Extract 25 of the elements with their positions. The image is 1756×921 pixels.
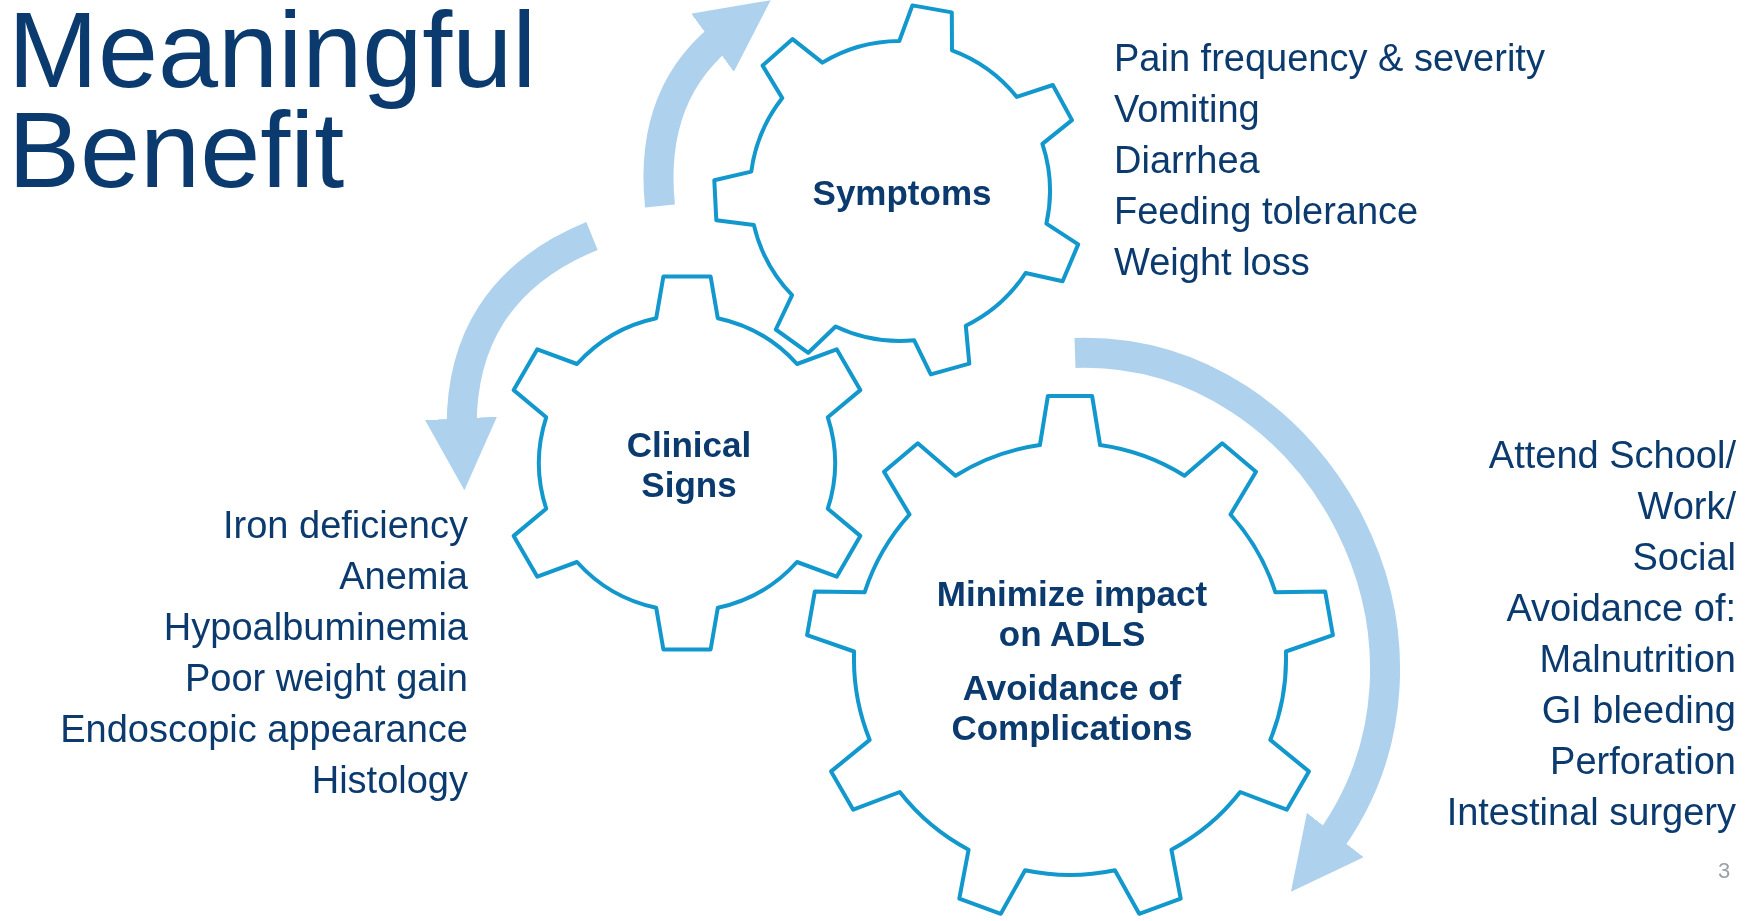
list-item: Feeding tolerance xyxy=(1114,189,1419,234)
list-item: Histology xyxy=(311,758,468,803)
page-number: 3 xyxy=(1718,858,1731,884)
list-item: Social xyxy=(1632,535,1736,580)
gear-label: Avoidance of Complications xyxy=(950,668,1194,748)
list-item: Vomiting xyxy=(1114,87,1260,132)
list-item: Hypoalbuminemia xyxy=(163,605,468,650)
list-item: Work/ xyxy=(1637,484,1736,529)
list-item: Perforation xyxy=(1550,739,1736,784)
slide-title: Meaningful Benefit xyxy=(8,0,538,200)
list-item: Anemia xyxy=(339,554,468,599)
list-item: Attend School/ xyxy=(1488,433,1736,478)
list-item: Avoidance of: xyxy=(1506,586,1736,631)
list-item: Poor weight gain xyxy=(184,656,468,701)
gear-label: Symptoms xyxy=(812,173,992,213)
list-item: Weight loss xyxy=(1114,240,1310,285)
list-item: Malnutrition xyxy=(1539,637,1736,682)
list-item: Iron deficiency xyxy=(223,503,468,548)
gear-label: Minimize impact on ADLS xyxy=(935,574,1209,654)
list-item: Endoscopic appearance xyxy=(60,707,468,752)
list-item: Intestinal surgery xyxy=(1446,790,1736,835)
gear-label: Clinical Signs xyxy=(625,425,753,505)
list-item: Pain frequency & severity xyxy=(1114,36,1545,81)
list-item: Diarrhea xyxy=(1114,138,1260,183)
list-item: GI bleeding xyxy=(1541,688,1736,733)
